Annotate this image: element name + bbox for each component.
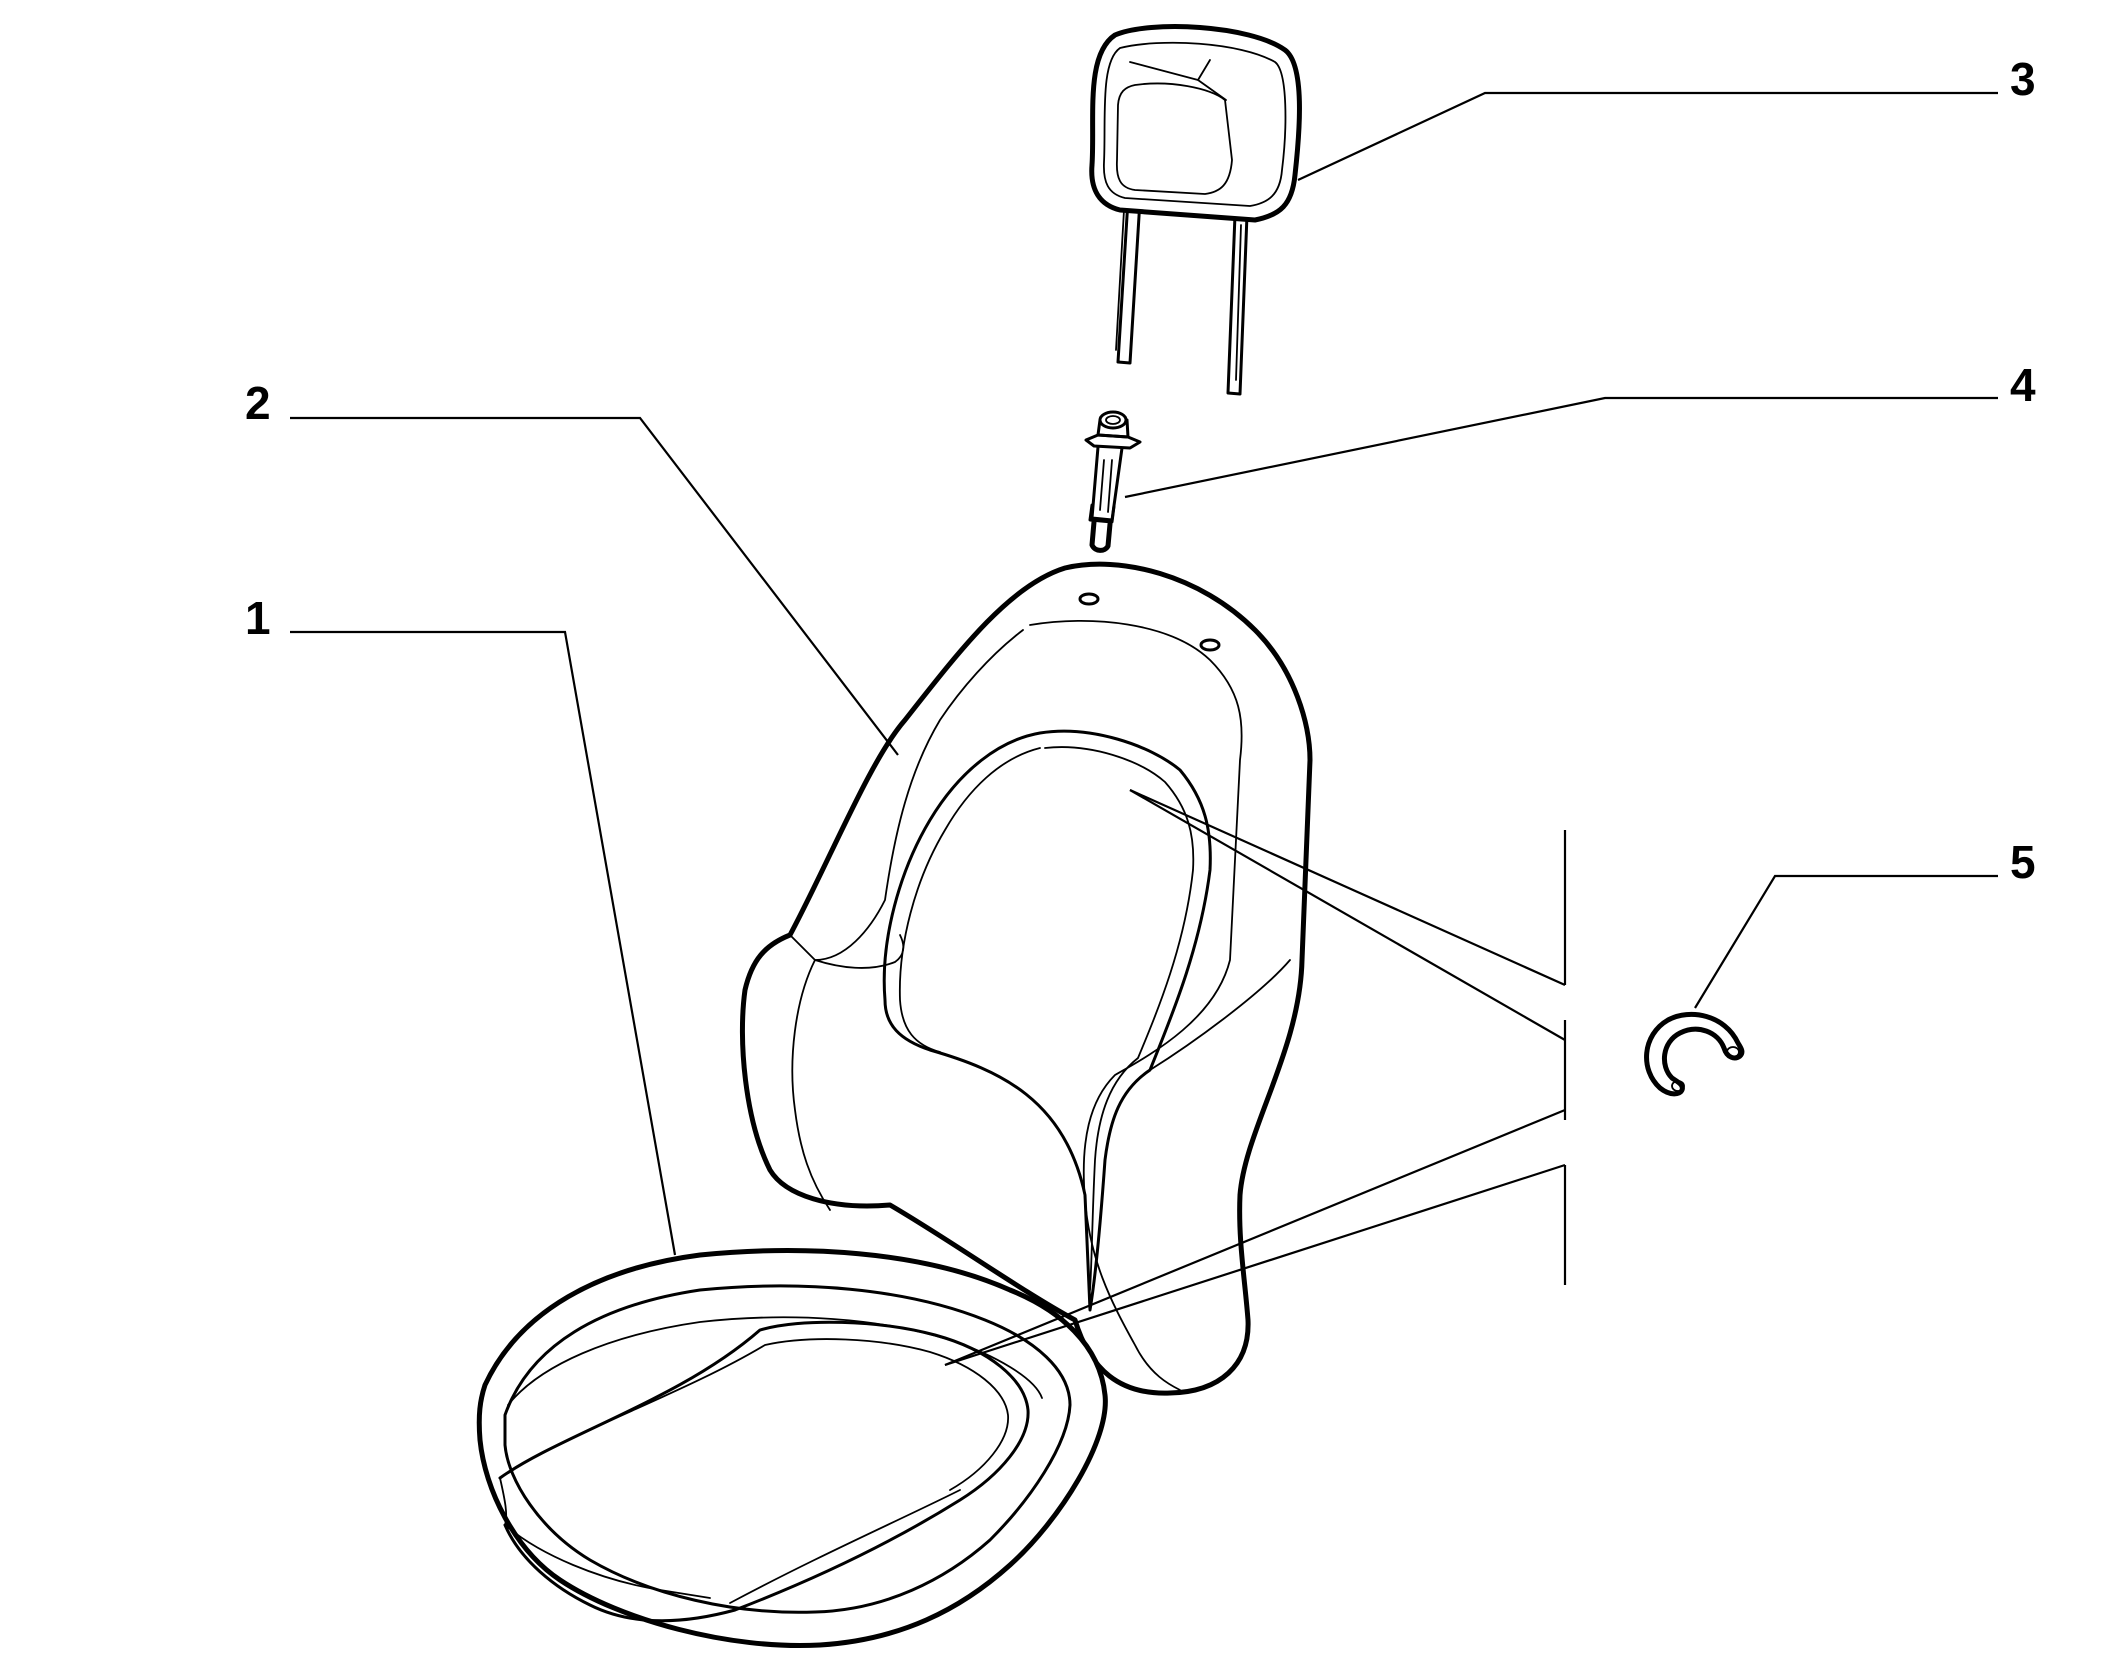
callout-label-4: 4: [2010, 359, 2036, 411]
callout-label-2: 2: [245, 377, 271, 429]
leader-line-2: [290, 416, 899, 756]
leader-line-4: [1124, 396, 1998, 499]
clip-part[interactable]: [1644, 1011, 1745, 1097]
leader-line-5: [1694, 874, 1998, 1009]
callout-label-1: 1: [245, 592, 271, 644]
seat-cushion-part[interactable]: [476, 1248, 1108, 1649]
seat-back-part[interactable]: [739, 561, 1313, 1396]
callout-label-5: 5: [2010, 836, 2036, 888]
leader-line-3: [1297, 91, 1998, 181]
callout-label-3: 3: [2010, 53, 2036, 105]
headrest-part[interactable]: [1089, 24, 1302, 396]
detail-bracket: [944, 788, 1567, 1367]
leader-line-1: [290, 630, 677, 1256]
headrest-guide-part[interactable]: [1084, 410, 1142, 553]
